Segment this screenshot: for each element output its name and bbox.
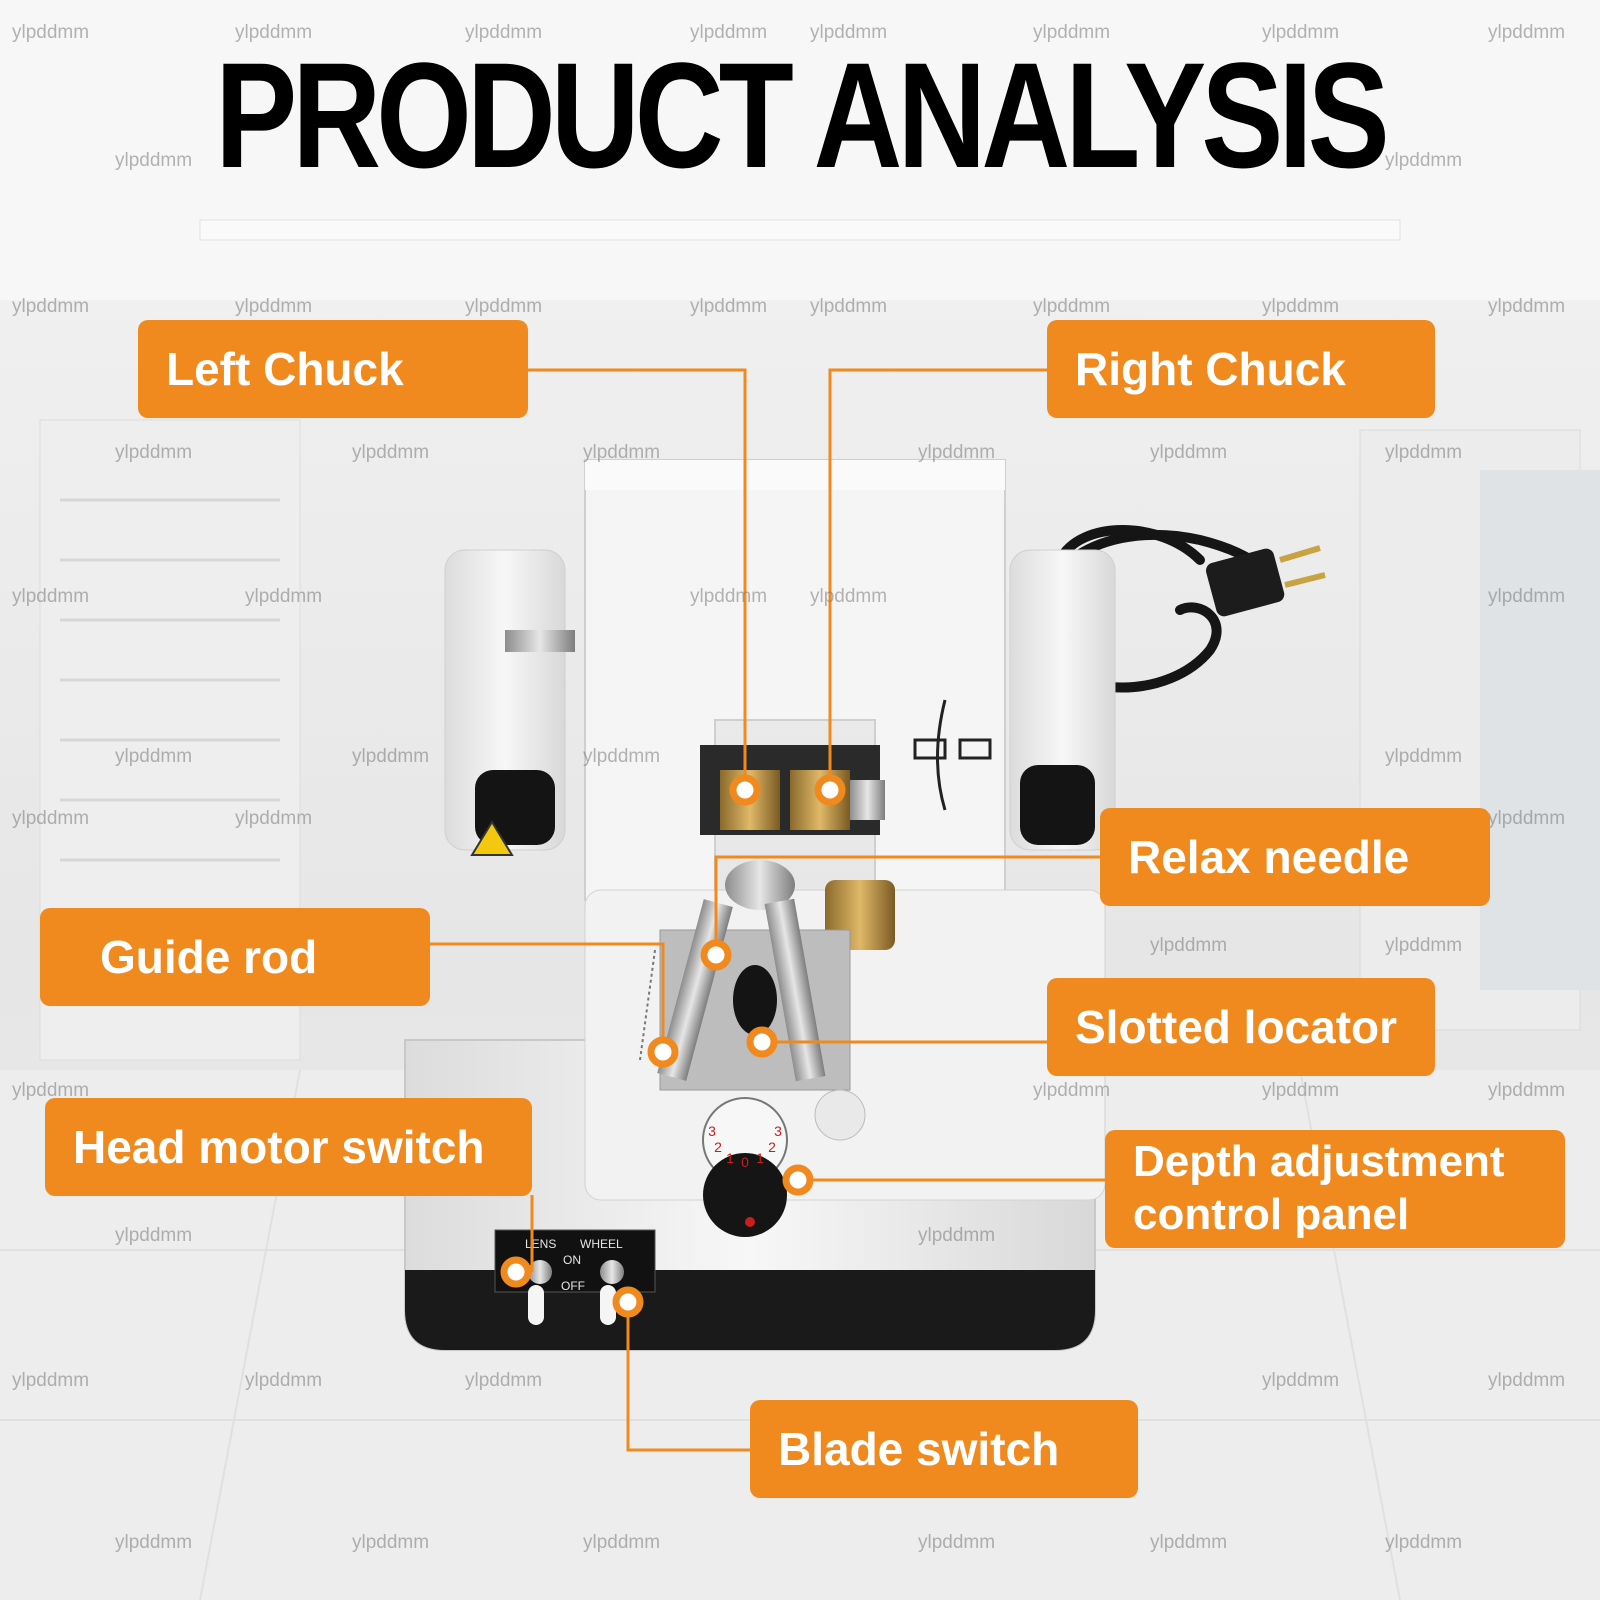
dial-number: 2 [768, 1139, 776, 1155]
dial-number: 1 [726, 1150, 734, 1166]
watermark: ylpddmm [12, 296, 90, 317]
watermark: ylpddmm [1385, 442, 1463, 463]
watermark: ylpddmm [465, 296, 543, 317]
head-motor-switch-marker [500, 1256, 532, 1288]
watermark: ylpddmm [690, 22, 768, 43]
watermark: ylpddmm [465, 1370, 543, 1391]
watermark: ylpddmm [12, 22, 90, 43]
watermark: ylpddmm [12, 586, 90, 607]
watermark: ylpddmm [1150, 442, 1228, 463]
watermark: ylpddmm [12, 1080, 90, 1101]
left-chuck-label: Left Chuck [138, 320, 528, 418]
guide-rod-marker [647, 1036, 679, 1068]
watermark: ylpddmm [918, 1532, 996, 1553]
watermark: ylpddmm [918, 442, 996, 463]
watermark: ylpddmm [12, 808, 90, 829]
wheel-toggle-switch[interactable] [600, 1260, 624, 1284]
watermark: ylpddmm [583, 442, 661, 463]
watermark: ylpddmm [918, 1225, 996, 1246]
watermark: ylpddmm [1262, 1370, 1340, 1391]
watermark: ylpddmm [235, 22, 313, 43]
watermark: ylpddmm [583, 1532, 661, 1553]
watermark: ylpddmm [1385, 150, 1463, 171]
right-chuck-marker [814, 774, 846, 806]
watermark: ylpddmm [583, 746, 661, 767]
depth-adjustment-marker [782, 1164, 814, 1196]
watermark: ylpddmm [1488, 1080, 1566, 1101]
dial-number: 3 [708, 1123, 716, 1139]
watermark: ylpddmm [115, 746, 193, 767]
panel-off-label: OFF [561, 1279, 585, 1293]
blade-switch-marker [612, 1286, 644, 1318]
relax-needle-label: Relax needle [1100, 808, 1490, 906]
panel-on-label: ON [563, 1253, 581, 1267]
watermark: ylpddmm [810, 586, 888, 607]
watermark: ylpddmm [1033, 22, 1111, 43]
blade-switch-label: Blade switch [750, 1400, 1138, 1498]
watermark: ylpddmm [690, 296, 768, 317]
watermark: ylpddmm [690, 586, 768, 607]
slotted-locator-marker [746, 1026, 778, 1058]
watermark: ylpddmm [12, 1370, 90, 1391]
watermark: ylpddmm [1385, 935, 1463, 956]
depth-adjustment-label: Depth adjustment control panel [1105, 1130, 1565, 1248]
page-title: PRODUCT ANALYSIS [215, 31, 1390, 199]
watermark: ylpddmm [810, 22, 888, 43]
watermark: ylpddmm [352, 442, 430, 463]
panel-wheel-label: WHEEL [580, 1237, 623, 1251]
watermark: ylpddmm [352, 1532, 430, 1553]
left-chuck-marker [729, 774, 761, 806]
watermark: ylpddmm [1488, 296, 1566, 317]
watermark: ylpddmm [235, 808, 313, 829]
watermark: ylpddmm [1150, 1532, 1228, 1553]
watermark: ylpddmm [115, 442, 193, 463]
dial-number: 3 [774, 1123, 782, 1139]
watermark: ylpddmm [1262, 296, 1340, 317]
dial-number: 1 [756, 1150, 764, 1166]
watermark: ylpddmm [352, 746, 430, 767]
watermark: ylpddmm [115, 1225, 193, 1246]
watermark: ylpddmm [1150, 935, 1228, 956]
watermark: ylpddmm [1488, 1370, 1566, 1391]
watermark: ylpddmm [810, 296, 888, 317]
watermark: ylpddmm [1262, 1080, 1340, 1101]
watermark: ylpddmm [1262, 22, 1340, 43]
dial-number: 2 [714, 1139, 722, 1155]
watermark: ylpddmm [245, 1370, 323, 1391]
watermark: ylpddmm [1488, 808, 1566, 829]
watermark: ylpddmm [115, 1532, 193, 1553]
slotted-locator-label: Slotted locator [1047, 978, 1435, 1076]
head-motor-switch-label: Head motor switch [45, 1098, 532, 1196]
watermark: ylpddmm [235, 296, 313, 317]
watermark: ylpddmm [1488, 586, 1566, 607]
dial-number: 0 [741, 1154, 749, 1170]
panel-lens-label: LENS [525, 1237, 556, 1251]
watermark: ylpddmm [1385, 746, 1463, 767]
relax-needle-marker [700, 939, 732, 971]
right-chuck-label: Right Chuck [1047, 320, 1435, 418]
watermark: ylpddmm [1033, 1080, 1111, 1101]
watermark: ylpddmm [245, 586, 323, 607]
watermark: ylpddmm [1033, 296, 1111, 317]
watermark: ylpddmm [465, 22, 543, 43]
watermark: ylpddmm [1488, 22, 1566, 43]
lens-toggle-switch[interactable] [528, 1260, 552, 1284]
watermark: ylpddmm [1385, 1532, 1463, 1553]
guide-rod-label: Guide rod [40, 908, 430, 1006]
watermark: ylpddmm [115, 150, 193, 171]
